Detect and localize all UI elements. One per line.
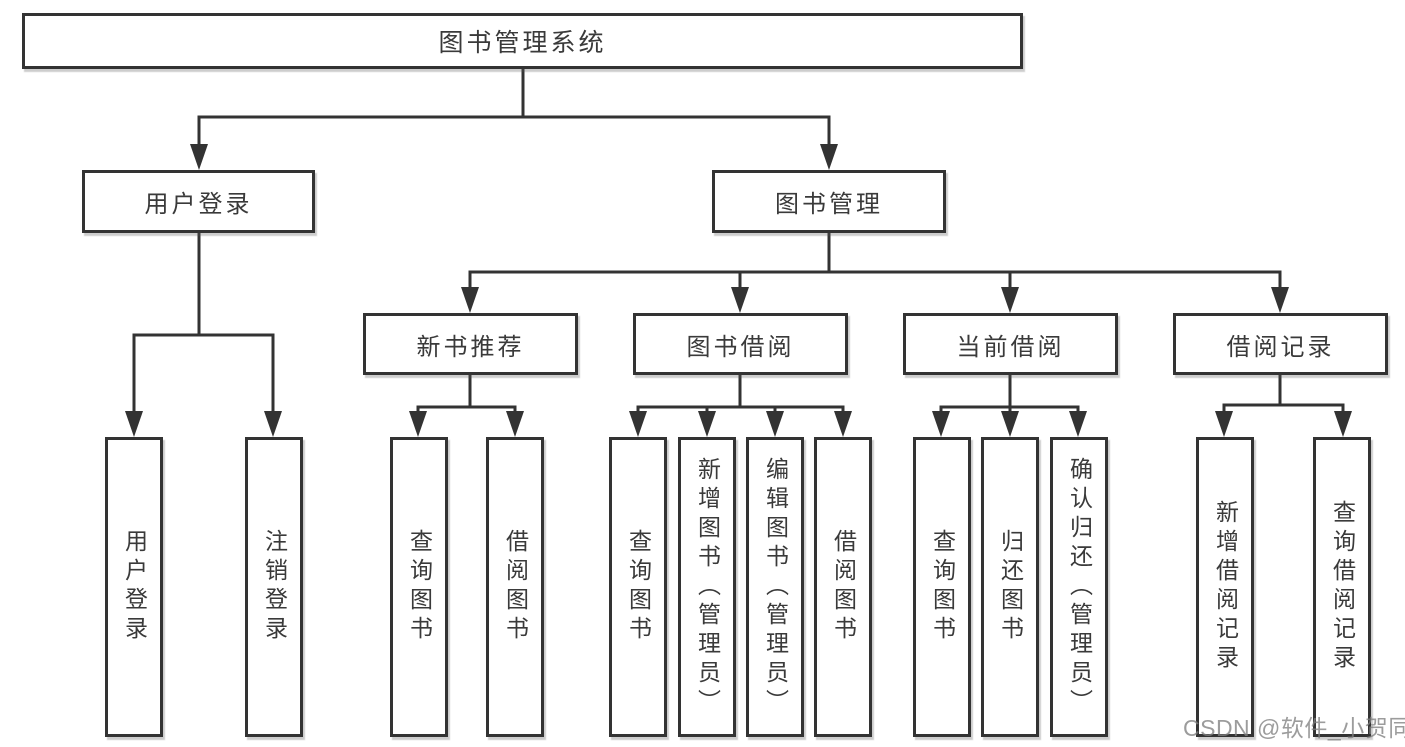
leaf-logout-label: 注销登录 bbox=[261, 529, 288, 645]
node-user-login: 用户登录 bbox=[82, 170, 315, 233]
node-root-label: 图书管理系统 bbox=[438, 29, 607, 57]
leaf-borrow-book-borrow: 借阅图书 bbox=[814, 437, 872, 737]
leaf-add-book-admin-label: 新增图书（管理员） bbox=[694, 456, 721, 718]
leaf-user-login-label: 用户登录 bbox=[121, 529, 148, 645]
leaf-confirm-return-admin: 确认归还（管理员） bbox=[1050, 437, 1108, 737]
leaf-query-book-current-label: 查询图书 bbox=[929, 529, 956, 645]
arrow-down-icon bbox=[766, 411, 784, 437]
leaf-query-borrow-record: 查询借阅记录 bbox=[1313, 437, 1371, 737]
arrow-down-icon bbox=[731, 287, 749, 313]
arrow-down-icon bbox=[461, 287, 479, 313]
node-borrow-record-label: 借阅记录 bbox=[1226, 333, 1335, 361]
arrow-down-icon bbox=[409, 411, 427, 437]
node-user-login-label: 用户登录 bbox=[144, 191, 253, 218]
leaf-query-book-recommend-label: 查询图书 bbox=[406, 529, 433, 645]
leaf-confirm-return-admin-label: 确认归还（管理员） bbox=[1066, 456, 1093, 718]
arrow-down-icon bbox=[629, 411, 647, 437]
arrow-down-icon bbox=[1271, 287, 1289, 313]
leaf-return-book: 归还图书 bbox=[981, 437, 1039, 737]
node-new-book-recommend-label: 新书推荐 bbox=[416, 333, 525, 361]
leaf-query-book-borrow: 查询图书 bbox=[609, 437, 667, 737]
leaf-query-book-recommend: 查询图书 bbox=[390, 437, 448, 737]
node-book-management-label: 图书管理 bbox=[775, 191, 883, 218]
arrowheads bbox=[125, 144, 1352, 437]
leaf-borrow-book-recommend-label: 借阅图书 bbox=[502, 529, 529, 645]
leaf-borrow-book-borrow-label: 借阅图书 bbox=[830, 529, 857, 645]
leaf-edit-book-admin: 编辑图书（管理员） bbox=[746, 437, 804, 737]
arrow-down-icon bbox=[1069, 411, 1087, 437]
leaf-query-borrow-record-label: 查询借阅记录 bbox=[1329, 500, 1356, 674]
arrow-down-icon bbox=[834, 411, 852, 437]
arrow-down-icon bbox=[264, 411, 282, 437]
arrow-down-icon bbox=[190, 144, 208, 170]
leaf-add-book-admin: 新增图书（管理员） bbox=[678, 437, 736, 737]
node-root: 图书管理系统 bbox=[22, 13, 1023, 69]
node-borrow-record: 借阅记录 bbox=[1173, 313, 1388, 375]
node-book-borrow-label: 图书借阅 bbox=[686, 333, 795, 361]
leaf-query-book-borrow-label: 查询图书 bbox=[625, 529, 652, 645]
node-current-borrow: 当前借阅 bbox=[903, 313, 1118, 375]
arrow-down-icon bbox=[1215, 411, 1233, 437]
leaf-add-borrow-record-label: 新增借阅记录 bbox=[1212, 500, 1239, 674]
leaf-edit-book-admin-label: 编辑图书（管理员） bbox=[762, 456, 789, 718]
arrow-down-icon bbox=[125, 411, 143, 437]
leaf-query-book-current: 查询图书 bbox=[913, 437, 971, 737]
node-book-borrow: 图书借阅 bbox=[633, 313, 848, 375]
leaf-logout: 注销登录 bbox=[245, 437, 303, 737]
arrow-down-icon bbox=[932, 411, 950, 437]
arrow-down-icon bbox=[1334, 411, 1352, 437]
leaf-user-login: 用户登录 bbox=[105, 437, 163, 737]
leaf-borrow-book-recommend: 借阅图书 bbox=[486, 437, 544, 737]
arrow-down-icon bbox=[506, 411, 524, 437]
arrow-down-icon bbox=[1001, 287, 1019, 313]
leaf-return-book-label: 归还图书 bbox=[997, 529, 1024, 645]
node-book-management: 图书管理 bbox=[712, 170, 946, 233]
arrow-down-icon bbox=[820, 144, 838, 170]
leaf-add-borrow-record: 新增借阅记录 bbox=[1196, 437, 1254, 737]
arrow-down-icon bbox=[698, 411, 716, 437]
node-current-borrow-label: 当前借阅 bbox=[956, 333, 1065, 361]
node-new-book-recommend: 新书推荐 bbox=[363, 313, 578, 375]
watermark: CSDN @软件_小贺同学 bbox=[1183, 715, 1405, 741]
arrow-down-icon bbox=[1001, 411, 1019, 437]
